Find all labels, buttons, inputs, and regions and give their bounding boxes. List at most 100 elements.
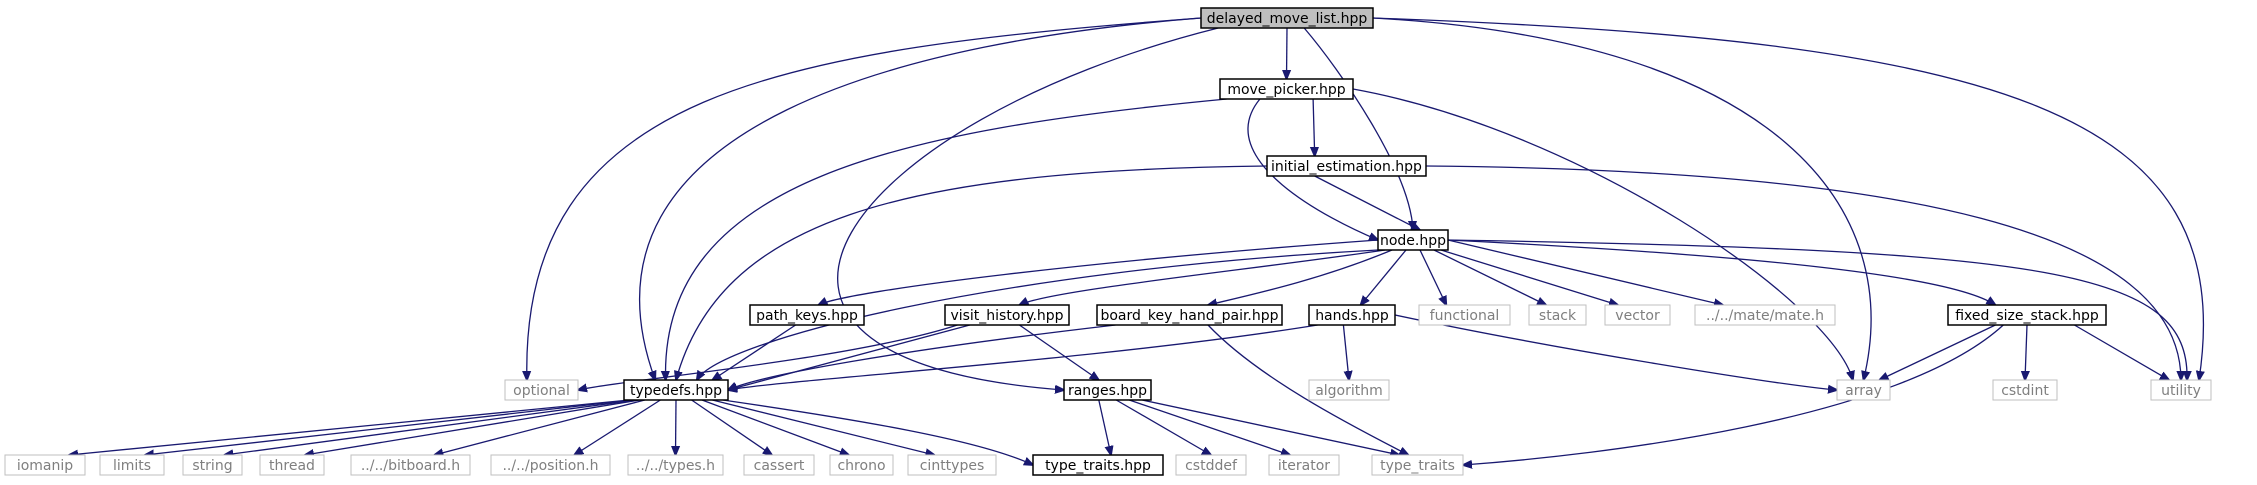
node-label: functional xyxy=(1430,308,1500,324)
edge-move-picker-to-initial-estimation xyxy=(1313,98,1315,156)
node-label: move_picker.hpp xyxy=(1227,82,1345,98)
node-label: type_traits xyxy=(1380,458,1455,474)
edge-node-to-vector xyxy=(1440,249,1618,305)
edge-typedefs-to-limits xyxy=(145,399,633,455)
node-box xyxy=(1371,454,1464,476)
node-functional: functional xyxy=(1418,304,1511,326)
node-label: vector xyxy=(1615,308,1660,324)
node-cstddef: cstddef xyxy=(1175,454,1247,476)
node-algorithm: algorithm xyxy=(1308,379,1390,401)
edge-initial-estimation-to-utility xyxy=(1425,165,2181,380)
node-label: cinttypes xyxy=(920,458,985,474)
edge-delayed-move-list-to-array xyxy=(1372,17,1872,380)
node-string: string xyxy=(182,454,243,476)
node-box xyxy=(1947,304,2107,326)
node-cassert: cassert xyxy=(743,454,815,476)
edge-fixed-size-stack-to-type-traits xyxy=(1463,324,2004,465)
node-hands[interactable]: hands.hpp xyxy=(1308,304,1396,326)
edge-ranges-to-type-traits xyxy=(1142,399,1399,455)
node-box xyxy=(623,379,729,401)
node-iterator: iterator xyxy=(1268,454,1340,476)
node-stack: stack xyxy=(1528,304,1587,326)
edge-typedefs-to-iomanip xyxy=(69,399,630,455)
edge-node-to-board-key-hand-pair xyxy=(1208,249,1393,305)
node-label: ../../types.h xyxy=(636,458,715,474)
node-box xyxy=(259,454,325,476)
node-label: string xyxy=(192,458,232,474)
node-fixed-size-stack[interactable]: fixed_size_stack.hpp xyxy=(1947,304,2107,326)
node-label: fixed_size_stack.hpp xyxy=(1955,308,2099,324)
node-box xyxy=(749,304,865,326)
edge-node-to-fixed-size-stack xyxy=(1447,239,1995,305)
edge-node-to-visit-history xyxy=(1019,249,1386,305)
node-label: algorithm xyxy=(1315,383,1383,399)
node-box xyxy=(1836,379,1891,401)
edge-fixed-size-stack-to-array xyxy=(1879,324,1996,380)
node-typedefs[interactable]: typedefs.hpp xyxy=(623,379,729,401)
node-label: visit_history.hpp xyxy=(950,308,1063,324)
node-box xyxy=(1266,155,1427,177)
node-box xyxy=(1096,304,1283,326)
edge-delayed-move-list-to-ranges xyxy=(837,27,1219,390)
node-label: stack xyxy=(1539,308,1577,324)
edge-node-to-typedefs xyxy=(697,249,1379,380)
node-box xyxy=(743,454,815,476)
node-box xyxy=(182,454,243,476)
node-label: thread xyxy=(269,458,315,474)
edge-initial-estimation-to-node xyxy=(1314,175,1420,230)
edge-move-picker-to-typedefs xyxy=(666,98,1227,380)
node-thread: thread xyxy=(259,454,325,476)
node-label: utility xyxy=(2161,383,2201,399)
node-optional: optional xyxy=(504,379,579,401)
node-box xyxy=(99,454,165,476)
node-box xyxy=(1200,7,1374,29)
node-visit-history[interactable]: visit_history.hpp xyxy=(944,304,1070,326)
node-label: type_traits.hpp xyxy=(1045,458,1151,474)
node-types-h: ../../types.h xyxy=(627,454,724,476)
node-initial-estimation[interactable]: initial_estimation.hpp xyxy=(1266,155,1427,177)
node-limits: limits xyxy=(99,454,165,476)
edge-delayed-move-list-to-typedefs xyxy=(639,17,1202,380)
edge-typedefs-to-chrono xyxy=(701,399,849,455)
edge-node-to-hands xyxy=(1361,249,1407,305)
edge-typedefs-to-cassert xyxy=(691,399,772,455)
edge-delayed-move-list-to-utility xyxy=(1372,17,2203,380)
node-box xyxy=(350,454,471,476)
node-node[interactable]: node.hpp xyxy=(1377,229,1449,251)
node-delayed-move-list[interactable]: delayed_move_list.hpp xyxy=(1200,7,1374,29)
node-label: ../../bitboard.h xyxy=(361,458,460,474)
node-box xyxy=(1604,304,1671,326)
node-path-keys[interactable]: path_keys.hpp xyxy=(749,304,865,326)
node-box xyxy=(1992,379,2058,401)
node-box xyxy=(1528,304,1587,326)
node-box xyxy=(1377,229,1449,251)
edge-fixed-size-stack-to-cstdint xyxy=(2025,324,2027,380)
edge-visit-history-to-optional xyxy=(578,324,958,390)
edge-node-to-stack xyxy=(1433,249,1546,305)
edge-typedefs-to-type-traits-hpp xyxy=(722,399,1033,465)
node-label: typedefs.hpp xyxy=(630,383,722,399)
node-box xyxy=(1308,379,1390,401)
edge-fixed-size-stack-to-utility xyxy=(2074,324,2169,380)
node-box xyxy=(1032,454,1164,476)
node-box xyxy=(1418,304,1511,326)
node-box xyxy=(627,454,724,476)
node-label: cassert xyxy=(754,458,805,474)
node-label: delayed_move_list.hpp xyxy=(1207,11,1368,27)
edge-delayed-move-list-to-move-picker xyxy=(1287,27,1288,79)
edge-delayed-move-list-to-optional xyxy=(527,17,1202,380)
node-label: hands.hpp xyxy=(1315,308,1389,324)
node-type-traits: type_traits xyxy=(1371,454,1464,476)
node-iomanip: iomanip xyxy=(4,454,86,476)
edge-hands-to-algorithm xyxy=(1342,324,1349,380)
node-chrono: chrono xyxy=(829,454,894,476)
node-box xyxy=(1268,454,1340,476)
node-ranges[interactable]: ranges.hpp xyxy=(1063,379,1152,401)
edge-delayed-move-list-to-node xyxy=(1303,27,1413,230)
edge-node-to-utility xyxy=(1447,239,2187,380)
edge-typedefs-to-cinttypes xyxy=(712,399,934,455)
node-move-picker[interactable]: move_picker.hpp xyxy=(1219,78,1354,100)
node-board-key-hand-pair[interactable]: board_key_hand_pair.hpp xyxy=(1096,304,1283,326)
node-box xyxy=(829,454,894,476)
node-type-traits-hpp[interactable]: type_traits.hpp xyxy=(1032,454,1164,476)
